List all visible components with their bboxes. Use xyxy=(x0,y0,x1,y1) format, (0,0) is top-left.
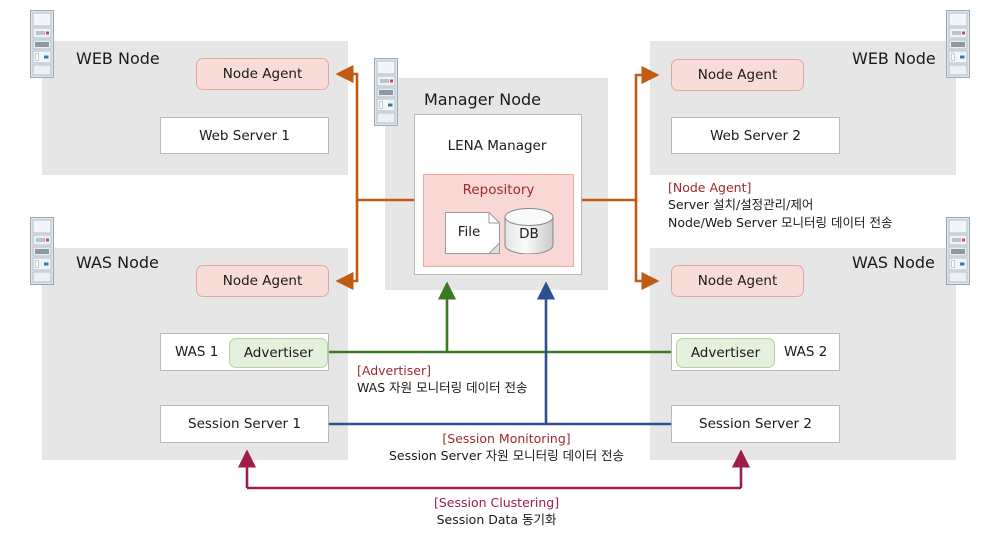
annotation-node-agent-tag: [Node Agent] xyxy=(668,180,752,195)
advertiser-was-1[interactable]: Advertiser xyxy=(229,338,328,368)
annotation-session-monitoring: [Session Monitoring] Session Server 자원 모… xyxy=(389,430,624,465)
file-icon[interactable]: File xyxy=(445,212,500,254)
node-agent-was-right[interactable]: Node Agent xyxy=(671,265,804,297)
zone-label-manager-node: Manager Node xyxy=(424,90,541,109)
server-rack-icon-was-left xyxy=(30,217,54,285)
was-1-row[interactable]: WAS 1 Advertiser xyxy=(160,333,329,371)
server-rack-icon-was-right xyxy=(946,217,970,285)
was-1-label: WAS 1 xyxy=(175,344,219,360)
node-agent-web-left[interactable]: Node Agent xyxy=(196,58,329,90)
was-2-row[interactable]: Advertiser WAS 2 xyxy=(671,333,840,371)
annotation-session-clustering-tag: [Session Clustering] xyxy=(434,495,560,510)
annotation-node-agent: [Node Agent] Server 설치/설정관리/제어 Node/Web … xyxy=(668,179,892,231)
zone-label-was-node-right: WAS Node xyxy=(852,253,935,272)
server-rack-icon-manager xyxy=(374,58,398,126)
node-agent-web-right[interactable]: Node Agent xyxy=(671,59,804,91)
db-icon-label: DB xyxy=(519,226,539,242)
annotation-session-clustering-line-1: Session Data 동기화 xyxy=(436,512,557,528)
zone-label-was-node-left: WAS Node xyxy=(76,253,159,272)
node-agent-was-left[interactable]: Node Agent xyxy=(196,265,329,297)
zone-label-web-node-left: WEB Node xyxy=(76,49,160,68)
session-server-2[interactable]: Session Server 2 xyxy=(671,405,840,443)
annotation-node-agent-line-2: Node/Web Server 모니터링 데이터 전송 xyxy=(668,214,893,230)
annotation-session-clustering: [Session Clustering] Session Data 동기화 xyxy=(434,494,559,529)
annotation-advertiser-tag: [Advertiser] xyxy=(357,363,431,378)
server-rack-icon-web-right xyxy=(946,10,970,78)
zone-label-web-node-right: WEB Node xyxy=(852,49,936,68)
web-server-2[interactable]: Web Server 2 xyxy=(671,117,840,154)
lena-manager-label: LENA Manager xyxy=(447,138,547,154)
repository-box[interactable]: Repository File xyxy=(423,174,574,267)
db-icon[interactable]: DB xyxy=(504,208,554,255)
annotation-session-monitoring-line-1: Session Server 자원 모니터링 데이터 전송 xyxy=(389,448,625,464)
annotation-advertiser: [Advertiser] WAS 자원 모니터링 데이터 전송 xyxy=(357,362,528,397)
annotation-advertiser-line-1: WAS 자원 모니터링 데이터 전송 xyxy=(357,380,528,396)
advertiser-was-2[interactable]: Advertiser xyxy=(676,338,775,368)
repository-label: Repository xyxy=(462,182,535,198)
web-server-1[interactable]: Web Server 1 xyxy=(160,117,329,154)
server-rack-icon-web-left xyxy=(30,10,54,78)
was-2-label: WAS 2 xyxy=(784,344,828,360)
file-icon-label: File xyxy=(457,224,481,240)
annotation-session-monitoring-tag: [Session Monitoring] xyxy=(442,431,571,446)
session-server-1[interactable]: Session Server 1 xyxy=(160,405,329,443)
annotation-node-agent-line-1: Server 설치/설정관리/제어 xyxy=(668,197,814,213)
